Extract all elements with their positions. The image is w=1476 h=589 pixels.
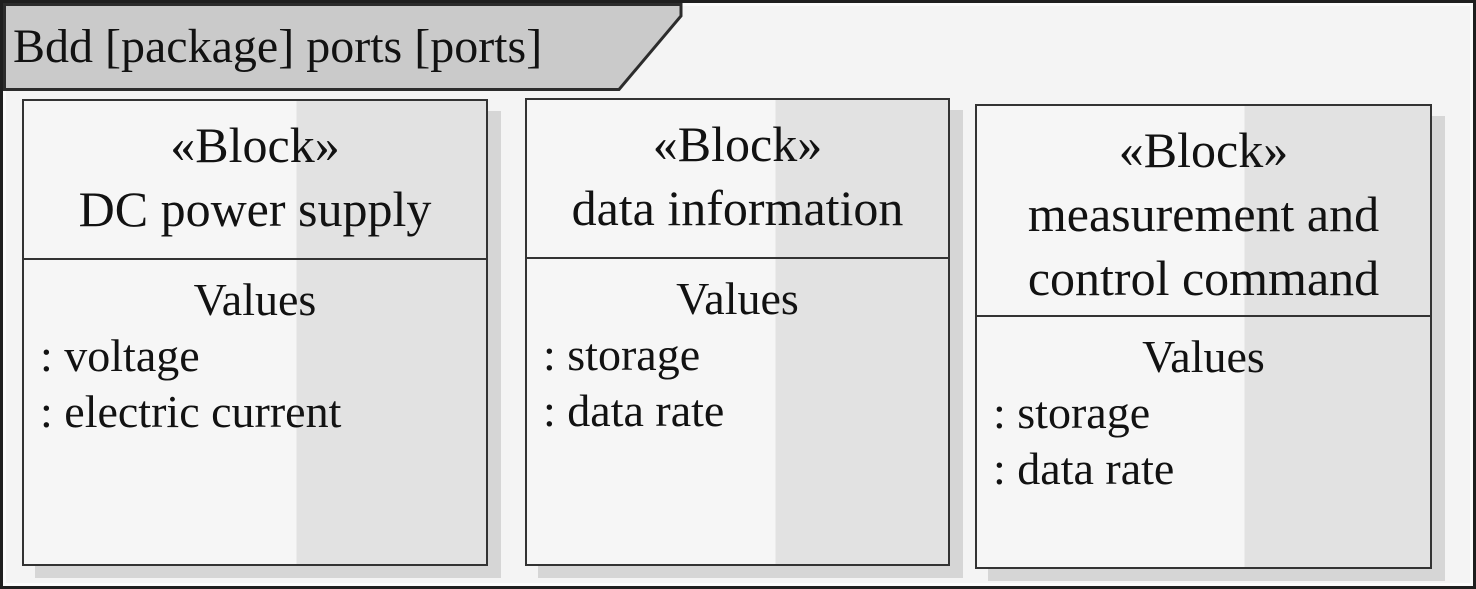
block-header: «Block» DC power supply bbox=[24, 101, 486, 260]
block-stereotype: «Block» bbox=[1118, 122, 1289, 178]
block-stereotype: «Block» bbox=[170, 117, 340, 173]
block-data-information: «Block» data information Values : storag… bbox=[525, 98, 950, 566]
block-name: data information bbox=[571, 180, 904, 236]
values-title: Values bbox=[676, 273, 799, 324]
value-item: : voltage bbox=[40, 330, 200, 381]
frame-name-tab: Bdd [package] ports [ports] bbox=[3, 3, 693, 95]
values-compartment: Values : voltage : electric current bbox=[24, 260, 486, 564]
block-header: «Block» data information bbox=[527, 100, 948, 259]
block-stereotype: «Block» bbox=[652, 116, 823, 172]
values-title: Values bbox=[193, 274, 317, 325]
block-name: DC power supply bbox=[78, 181, 432, 237]
block-name: measurement and control command bbox=[1027, 186, 1380, 306]
value-item: : electric current bbox=[40, 386, 342, 437]
values-title: Values bbox=[1142, 331, 1265, 382]
value-item: : data rate bbox=[543, 385, 725, 436]
frame-tab-shape bbox=[3, 3, 683, 91]
block-dc-power-supply: «Block» DC power supply Values : voltage… bbox=[22, 99, 488, 566]
values-compartment: Values : storage : data rate bbox=[527, 259, 948, 564]
frame-label: Bdd [package] ports [ports] bbox=[13, 20, 543, 73]
block-measurement-and-control-command: «Block» measurement and control command … bbox=[975, 104, 1432, 569]
value-item: : storage bbox=[543, 329, 701, 380]
values-compartment: Values : storage : data rate bbox=[977, 317, 1430, 567]
value-item: : data rate bbox=[993, 443, 1175, 494]
value-item: : storage bbox=[993, 387, 1151, 438]
block-header: «Block» measurement and control command bbox=[977, 106, 1430, 317]
frame-tab-polygon bbox=[3, 3, 683, 91]
